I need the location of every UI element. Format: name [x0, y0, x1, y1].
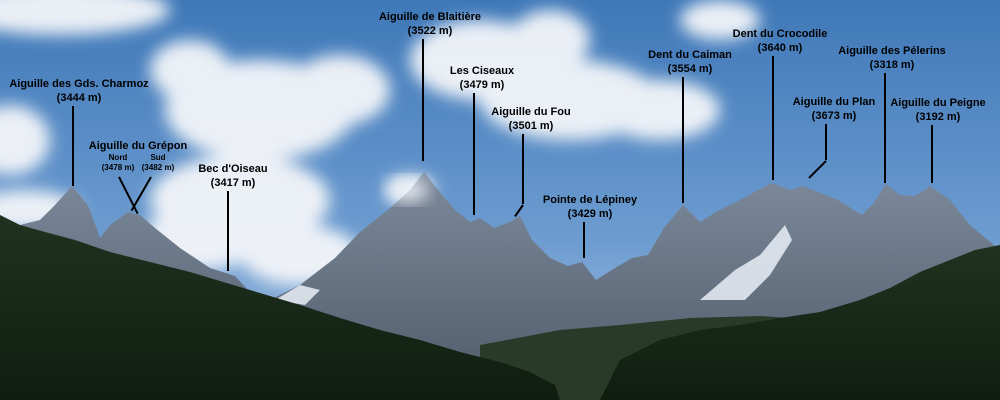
peak-name: Aiguille des Gds. Charmoz — [9, 78, 149, 90]
pointer-line-crocodile — [772, 56, 774, 180]
forest-left — [0, 215, 560, 400]
peak-name: Aiguille du Fou — [491, 106, 571, 118]
peak-name: Aiguille du Peigne — [890, 97, 986, 109]
peak-height: (3640 m) — [757, 42, 803, 54]
pointer-line-ciseaux — [473, 93, 475, 215]
peak-label-blaitiere: Aiguille de Blaitière (3522 m) — [379, 10, 481, 38]
pointer-line-blaitiere — [422, 39, 424, 161]
peak-height: (3501 m) — [508, 120, 554, 132]
peak-label-fou: Aiguille du Fou (3501 m) — [491, 105, 570, 133]
peak-name: Dent du Crocodile — [732, 28, 828, 40]
pointer-line-pelerins — [884, 73, 886, 183]
peak-height: (3417 m) — [210, 177, 256, 189]
peak-label-grepon-sud: Sud (3482 m) — [142, 153, 174, 173]
peak-label-plan: Aiguille du Plan (3673 m) — [793, 95, 876, 123]
clouds — [0, 0, 760, 285]
peak-name: Aiguille des Pélerins — [838, 45, 946, 57]
pointer-line-plan — [825, 124, 827, 160]
peak-name: Nord — [108, 153, 128, 162]
peak-height: (3318 m) — [869, 59, 915, 71]
peak-height: (3478 m) — [101, 163, 135, 172]
pointer-line-bec-oiseau — [227, 191, 229, 271]
snow-patches — [275, 225, 792, 305]
peak-name: Dent du Caiman — [648, 49, 732, 61]
peak-name: Bec d'Oiseau — [198, 163, 268, 175]
peak-name: Aiguille du Plan — [792, 96, 876, 108]
peak-height: (3482 m) — [141, 163, 175, 172]
peak-name: Les Ciseaux — [449, 65, 515, 77]
summit-cloud — [388, 178, 428, 202]
peak-height: (3479 m) — [459, 79, 505, 91]
peak-label-caiman: Dent du Caiman (3554 m) — [648, 48, 732, 76]
peak-label-grepon-nord: Nord (3478 m) — [102, 153, 134, 173]
pointer-line-lepiney — [583, 222, 585, 258]
peak-height: (3192 m) — [915, 111, 961, 123]
peak-label-crocodile: Dent du Crocodile (3640 m) — [733, 27, 828, 55]
peak-height: (3522 m) — [407, 25, 453, 37]
peak-label-charmoz: Aiguille des Gds. Charmoz (3444 m) — [9, 77, 148, 105]
pointer-line-fou — [522, 134, 524, 204]
peak-label-ciseaux: Les Ciseaux (3479 m) — [450, 64, 514, 92]
peak-name: Aiguille de Blaitière — [378, 11, 482, 23]
forest-right — [600, 245, 1000, 400]
pointer-line-caiman — [682, 77, 684, 203]
peak-label-lepiney: Pointe de Lépiney (3429 m) — [543, 193, 637, 221]
peak-name: Sud — [150, 153, 166, 162]
peak-label-pelerins: Aiguille des Pélerins (3318 m) — [838, 44, 946, 72]
peak-label-peigne: Aiguille du Peigne (3192 m) — [890, 96, 985, 124]
peak-height: (3429 m) — [567, 208, 613, 220]
peak-height: (3673 m) — [811, 110, 857, 122]
peak-name: Aiguille du Grépon — [88, 140, 188, 152]
peak-label-grepon: Aiguille du Grépon — [89, 139, 187, 153]
pointer-line-peigne — [931, 125, 933, 183]
pointer-line-charmoz — [72, 106, 74, 186]
peak-height: (3554 m) — [667, 63, 713, 75]
peak-name: Pointe de Lépiney — [542, 194, 638, 206]
peak-height: (3444 m) — [56, 92, 102, 104]
peak-label-bec-oiseau: Bec d'Oiseau (3417 m) — [198, 162, 267, 190]
